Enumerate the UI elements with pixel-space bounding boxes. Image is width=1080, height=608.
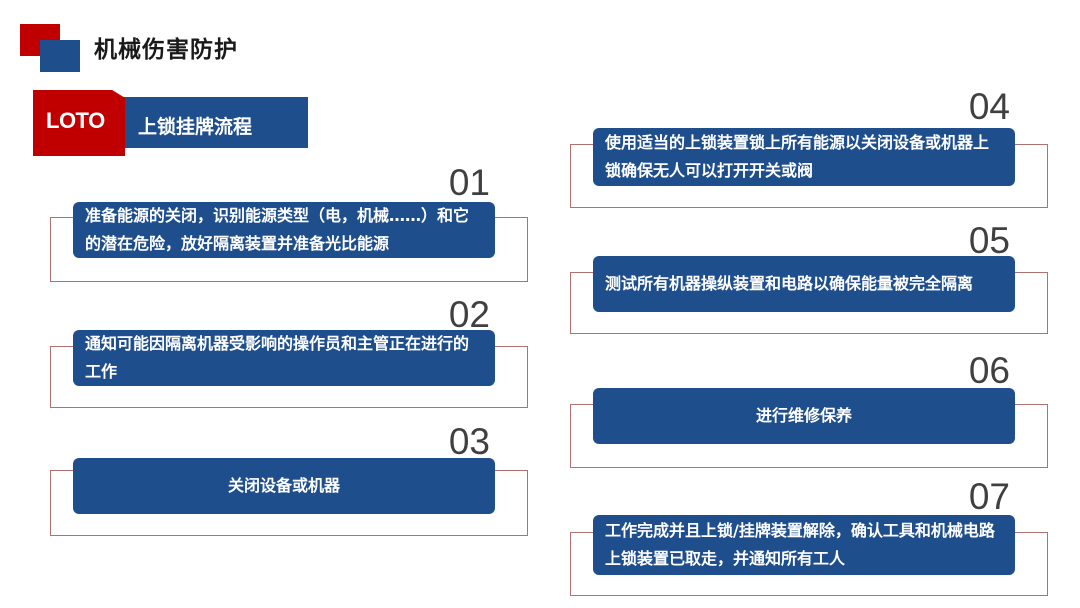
step-04-number: 04 (968, 86, 1010, 127)
step-04-card: 使用适当的上锁装置锁上所有能源以关闭设备或机器上锁确保无人可以打开开关或阀 (593, 128, 1015, 186)
title-decor-blue-square (40, 40, 80, 72)
step-03-text: 关闭设备或机器 (227, 476, 340, 495)
section-title: 上锁挂牌流程 (138, 116, 253, 138)
step-05-text: 测试所有机器操纵装置和电路以确保能量被完全隔离 (605, 274, 974, 293)
step-01-card: 准备能源的关闭，识别能源类型（电，机械……）和它的潜在危险，放好隔离装置并准备光… (73, 202, 495, 258)
step-02-number: 02 (448, 294, 490, 335)
step-01-text: 准备能源的关闭，识别能源类型（电，机械……）和它的潜在危险，放好隔离装置并准备光… (85, 206, 470, 253)
step-03-number: 03 (448, 421, 490, 462)
step-07-card: 工作完成并且上锁/挂牌装置解除，确认工具和机械电路上锁装置已取走，并通知所有工人 (593, 515, 1015, 575)
step-03-card: 关闭设备或机器 (73, 458, 495, 514)
step-01-number: 01 (448, 162, 490, 203)
loto-badge (33, 90, 125, 156)
loto-badge-label: LOTO (46, 108, 105, 133)
step-06-card: 进行维修保养 (593, 388, 1015, 444)
step-04-text: 使用适当的上锁装置锁上所有能源以关闭设备或机器上锁确保无人可以打开开关或阀 (605, 133, 990, 180)
step-05-number: 05 (968, 220, 1010, 261)
step-07-number: 07 (968, 476, 1010, 517)
page-title: 机械伤害防护 (94, 37, 238, 63)
step-05-card: 测试所有机器操纵装置和电路以确保能量被完全隔离 (593, 256, 1015, 312)
step-02-text: 通知可能因隔离机器受影响的操作员和主管正在进行的工作 (85, 334, 470, 381)
step-02-card: 通知可能因隔离机器受影响的操作员和主管正在进行的工作 (73, 330, 495, 386)
step-06-number: 06 (968, 350, 1010, 391)
step-06-text: 进行维修保养 (755, 406, 852, 425)
step-07-text: 工作完成并且上锁/挂牌装置解除，确认工具和机械电路上锁装置已取走，并通知所有工人 (605, 521, 995, 568)
